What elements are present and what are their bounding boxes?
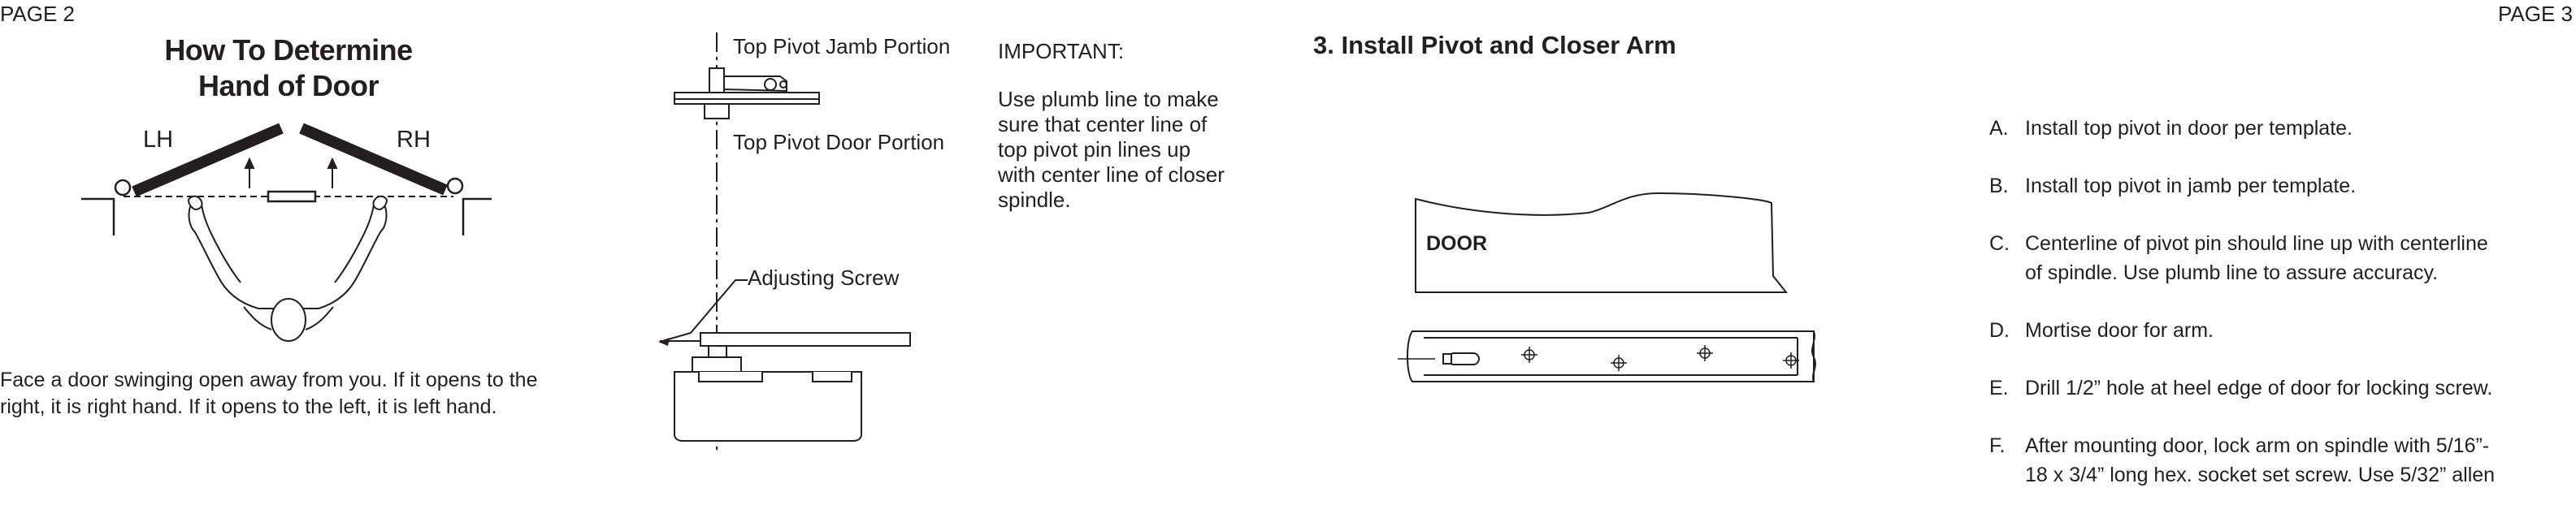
hand-title-line2: Hand of Door xyxy=(198,69,379,102)
hand-caption: Face a door swinging open away from you.… xyxy=(0,367,538,421)
step-a-letter: A. xyxy=(1989,117,2009,140)
top-pivot-jamb-label: Top Pivot Jamb Portion xyxy=(733,34,951,58)
hand-title-line1: How To Determine xyxy=(164,33,413,67)
step-a: A. Install top pivot in door per templat… xyxy=(1989,114,2574,143)
step-f-letter: F. xyxy=(1989,434,2006,457)
lh-label: LH xyxy=(143,127,174,153)
hand-of-door-diagram xyxy=(81,123,492,342)
important-heading: IMPORTANT: xyxy=(998,39,1125,63)
door-arm-diagram xyxy=(1398,192,1816,382)
step-e-text: Drill 1/2” hole at heel edge of door for… xyxy=(2025,377,2493,399)
top-pivot-door-label: Top Pivot Door Portion xyxy=(733,130,945,154)
hand-caption-line1: Face a door swinging open away from you.… xyxy=(0,369,538,391)
step-d-letter: D. xyxy=(1989,319,2010,342)
step-e: E. Drill 1/2” hole at heel edge of door … xyxy=(1989,373,2574,403)
rh-label: RH xyxy=(397,127,431,153)
step-e-letter: E. xyxy=(1989,377,2009,399)
step-f-line1: After mounting door, lock arm on spindle… xyxy=(2025,434,2490,457)
page-number-right: PAGE 3 xyxy=(2497,2,2573,26)
important-line2: sure that center line of xyxy=(998,112,1208,136)
important-line5: spindle. xyxy=(998,188,1071,212)
step-c-line1: Centerline of pivot pin should line up w… xyxy=(2025,232,2488,255)
step-f-line2: 18 x 3/4” long hex. socket set screw. Us… xyxy=(2025,464,2496,486)
step-f: F. After mounting door, lock arm on spin… xyxy=(1989,431,2574,490)
door-label: DOOR xyxy=(1426,232,1487,255)
step-c-letter: C. xyxy=(1989,232,2010,255)
install-steps-list: A. Install top pivot in door per templat… xyxy=(1989,114,2574,518)
step-b-text: Install top pivot in jamb per template. xyxy=(2025,175,2357,197)
important-line1: Use plumb line to make xyxy=(998,87,1219,111)
adjusting-screw-label: Adjusting Screw xyxy=(748,265,900,290)
step-b: B. Install top pivot in jamb per templat… xyxy=(1989,171,2574,201)
step-c-line2: of spindle. Use plumb line to assure acc… xyxy=(2025,261,2439,284)
step-b-letter: B. xyxy=(1989,175,2009,197)
hand-caption-line2: right, it is right hand. If it opens to … xyxy=(0,395,497,418)
step-a-text: Install top pivot in door per template. xyxy=(2025,117,2353,140)
important-line3: top pivot pin lines up xyxy=(998,137,1191,162)
pivot-closer-diagram xyxy=(658,32,911,455)
step-c: C. Centerline of pivot pin should line u… xyxy=(1989,229,2574,287)
important-line4: with center line of closer xyxy=(998,162,1225,187)
step-d-text: Mortise door for arm. xyxy=(2025,319,2214,342)
important-note: IMPORTANT: Use plumb line to make sure t… xyxy=(998,39,1266,213)
hand-of-door-title: How To Determine Hand of Door xyxy=(122,32,455,104)
install-section-title: 3. Install Pivot and Closer Arm xyxy=(1313,31,1676,59)
step-d: D. Mortise door for arm. xyxy=(1989,316,2574,345)
page-number-left: PAGE 2 xyxy=(0,2,76,26)
